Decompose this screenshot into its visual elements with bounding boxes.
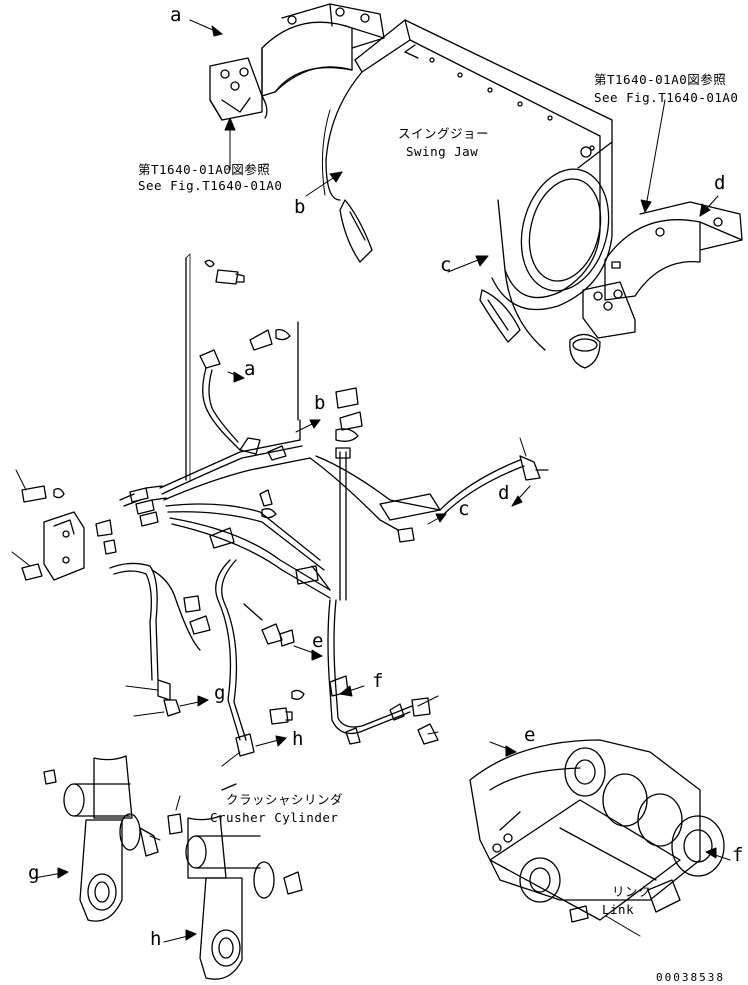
part-number: 00038538 xyxy=(656,971,725,984)
lower-leaders xyxy=(33,741,731,943)
swing-jaw-frame xyxy=(325,19,613,351)
swing-jaw-label-en: Swing Jaw xyxy=(406,144,479,159)
link-label-en: Link xyxy=(602,902,635,917)
reference-note-en: See Fig.T1640-01A0 xyxy=(594,90,739,105)
callout-h: h xyxy=(292,728,304,750)
swing-jaw-label-jp: スイングジョー xyxy=(398,126,490,141)
callout-a: a xyxy=(244,358,256,380)
callout-g: g xyxy=(28,862,40,884)
harness-leaders xyxy=(11,371,531,767)
callout-e: e xyxy=(524,724,536,746)
top-leaders xyxy=(189,19,719,273)
callout-f: f xyxy=(732,844,744,866)
callout-a: a xyxy=(170,4,182,26)
callout-e: e xyxy=(312,630,324,652)
callout-d: d xyxy=(498,482,510,504)
bearing-cap-d xyxy=(569,201,743,369)
reference-note-jp: 第T1640-01A0図参照 xyxy=(594,72,727,87)
hose-harness xyxy=(21,253,549,757)
callout-b: b xyxy=(294,196,306,218)
reference-note-jp: 第T1640-01A0図参照 xyxy=(138,162,271,177)
crusher-cylinders xyxy=(43,755,303,980)
callout-d: d xyxy=(714,172,726,194)
callout-b: b xyxy=(314,392,326,414)
link-label-jp: リンク xyxy=(612,884,652,899)
callout-c: c xyxy=(458,498,470,520)
callout-c: c xyxy=(440,254,452,276)
callout-h: h xyxy=(150,928,162,950)
crusher-cylinder-label-en: Crusher Cylinder xyxy=(210,810,339,825)
callout-f: f xyxy=(372,670,384,692)
bearing-cap-a xyxy=(209,3,385,121)
reference-note-en: See Fig.T1640-01A0 xyxy=(138,178,283,193)
callout-g: g xyxy=(214,682,226,704)
link-assembly xyxy=(469,739,725,923)
crusher-cylinder-label-jp: クラッシャシリンダ xyxy=(226,792,344,807)
